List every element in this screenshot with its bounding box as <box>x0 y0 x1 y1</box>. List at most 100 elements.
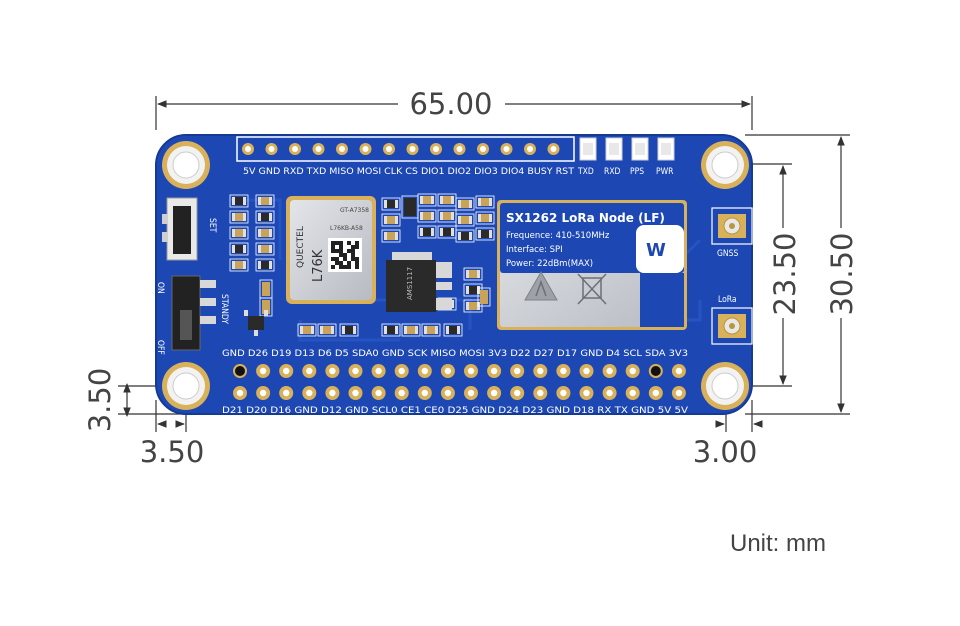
hole-offset-y-label: 3.50 <box>83 368 117 433</box>
header-pad-hole <box>456 146 463 152</box>
gpio-hole <box>235 366 245 376</box>
qr-module <box>347 249 351 253</box>
height-dimension-label: 30.50 <box>825 232 859 315</box>
gpio-hole <box>606 367 613 375</box>
gnss-brand: QUECTEL <box>296 226 306 268</box>
header-pad-hole <box>480 146 486 152</box>
smd-component <box>455 213 475 227</box>
gnss-code: L76KB-A58 <box>330 225 363 232</box>
gpio-hole <box>650 366 661 376</box>
smd-component <box>477 287 491 307</box>
gpio-hole <box>375 389 382 397</box>
smd-component <box>255 226 275 240</box>
gpio-hole <box>283 367 290 375</box>
gnss-antenna-connector <box>711 207 753 245</box>
gpio-hole <box>675 367 683 375</box>
width-dimension-label: 65.00 <box>409 87 492 121</box>
gpio-hole <box>467 389 475 397</box>
lora-module: W <box>497 200 687 330</box>
gnss-antenna-label: GNSS <box>717 249 739 259</box>
qr-module <box>343 257 347 261</box>
header-pad-hole <box>339 146 345 152</box>
gpio-pins <box>233 364 686 400</box>
gpio-hole <box>444 389 452 397</box>
header-pad-hole <box>386 146 392 152</box>
qr-module <box>335 249 339 253</box>
smd-component <box>381 323 401 337</box>
smd-component <box>255 242 275 256</box>
header-pad-hole <box>433 146 439 152</box>
qr-module <box>339 249 343 253</box>
smd-component <box>229 258 249 272</box>
gnss-module <box>286 196 376 304</box>
smd-component <box>417 225 437 239</box>
lora-antenna-connector <box>711 307 753 345</box>
off-label: OFF <box>155 340 165 355</box>
qr-module <box>331 265 335 269</box>
lora-title: SX1262 LoRa Node (LF) <box>506 211 665 225</box>
qr-module <box>347 241 351 245</box>
hole-spacing-label: 23.50 <box>768 232 802 315</box>
top-header-labels: 5V GND RXD TXD MISO MOSI CLK CS DIO1 DIO… <box>243 167 574 177</box>
voltage-regulator <box>386 252 452 312</box>
qr-module <box>355 265 359 269</box>
smd-component <box>421 323 441 337</box>
qr-module <box>351 253 355 257</box>
qr-module <box>331 249 335 253</box>
top-header-pads <box>242 143 560 155</box>
mounting-holes <box>162 141 749 410</box>
qr-module <box>347 261 351 265</box>
status-led-lens <box>661 143 671 155</box>
qr-module <box>351 245 355 249</box>
gpio-hole <box>306 389 313 397</box>
qr-module <box>347 265 351 269</box>
smd-component <box>381 197 401 211</box>
qr-module <box>355 241 359 245</box>
status-led-lens <box>583 143 593 155</box>
led-label: PWR <box>656 167 674 177</box>
header-pad-hole <box>409 146 416 152</box>
gpio-hole <box>537 367 544 375</box>
qr-module <box>331 257 335 261</box>
gpio-bottom-label: D21 D20 D16 GND D12 GND SCL0 CE1 CE0 D25… <box>222 406 689 416</box>
smd-component <box>401 323 421 337</box>
gpio-hole <box>537 389 544 397</box>
smd-component <box>455 229 475 243</box>
gpio-hole <box>283 389 290 397</box>
qr-module <box>339 253 343 257</box>
qr-module <box>331 241 335 245</box>
smd-component <box>297 323 317 337</box>
qr-module <box>339 265 343 269</box>
smd-component <box>255 210 275 224</box>
dimension-lines <box>118 96 850 432</box>
qr-module <box>331 245 335 249</box>
transistor <box>244 310 268 336</box>
gpio-hole <box>329 389 336 397</box>
qr-module <box>343 265 347 269</box>
smd-component <box>417 209 437 223</box>
gpio-hole <box>398 367 405 375</box>
qr-module <box>355 261 359 265</box>
led-label: PPS <box>630 167 644 177</box>
on-label: ON <box>155 282 165 294</box>
gpio-bottom-labels: D21 D20 D16 GND D12 GND SCL0 CE1 CE0 D25… <box>222 406 689 416</box>
gnss-model: L76K <box>311 249 326 282</box>
smd-component <box>475 195 495 209</box>
lora-frequence: Frequence: 410-510MHz <box>506 231 610 241</box>
smd-component <box>463 267 483 281</box>
smd-component <box>455 197 475 211</box>
qr-module <box>355 245 359 249</box>
gpio-hole <box>514 367 521 375</box>
gpio-top-labels: GND D26 D19 D13 D6 D5 SDA0 GND SCK MISO … <box>222 349 688 359</box>
smd-component <box>475 227 495 241</box>
led-label: TXD <box>577 167 594 177</box>
header-pad-hole <box>292 146 298 152</box>
qr-module <box>339 241 343 245</box>
smd-component <box>401 195 419 219</box>
header-pad-hole <box>315 146 322 152</box>
gpio-hole <box>444 367 452 375</box>
header-pad-hole <box>550 146 557 152</box>
qr-module <box>351 249 355 253</box>
waveshare-logo: W <box>646 240 666 261</box>
